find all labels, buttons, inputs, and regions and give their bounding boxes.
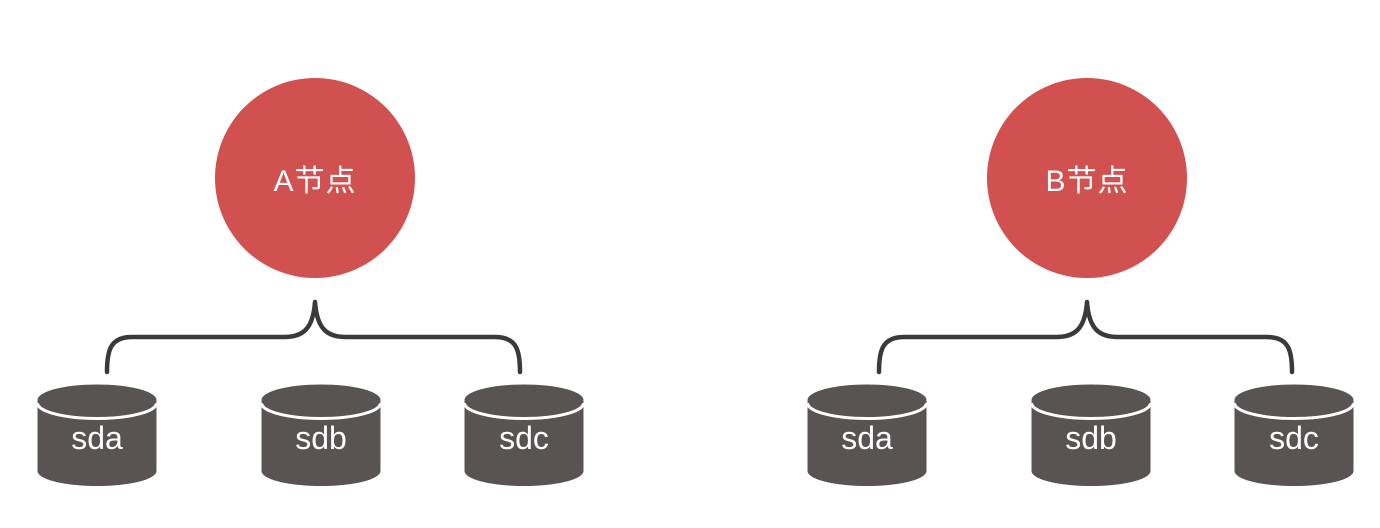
node-a-circle: A节点 [215,78,415,278]
disk-label: sdb [1065,420,1117,456]
disk-label: sdc [499,420,549,456]
database-cylinder-icon [1031,384,1151,486]
node-b-label: B节点 [1045,165,1129,198]
cylinder-divider [464,402,584,420]
node-a-label: A节点 [273,165,357,198]
database-cylinder-icon [1234,384,1354,486]
cylinder-divider [1031,402,1151,420]
disk-label: sdc [1269,420,1319,456]
disk-a-sda: sda [37,384,157,487]
cylinder-top [464,384,584,416]
disk-b-sda: sda [807,384,927,487]
disk-label: sda [841,420,893,456]
cylinder-top [1031,384,1151,416]
disk-a-sdb: sdb [261,384,381,487]
disk-b-sdb: sdb [1031,384,1151,487]
disk-label: sdb [295,420,347,456]
brace-node-b-icon [876,299,1295,375]
node-b-circle: B节点 [987,78,1187,278]
cylinder-top [261,384,381,416]
database-cylinder-icon [807,384,927,486]
cylinder-top [807,384,927,416]
database-cylinder-icon [464,384,584,486]
disk-a-sdc: sdc [464,384,584,487]
disk-label: sda [71,420,123,456]
cylinder-divider [37,402,157,420]
cylinder-divider [807,402,927,420]
brace-node-a-icon [104,299,523,375]
cylinder-divider [261,402,381,420]
cylinder-top [1234,384,1354,416]
disk-b-sdc: sdc [1234,384,1354,487]
cylinder-top [37,384,157,416]
cylinder-divider [1234,402,1354,420]
database-cylinder-icon [261,384,381,486]
database-cylinder-icon [37,384,157,486]
